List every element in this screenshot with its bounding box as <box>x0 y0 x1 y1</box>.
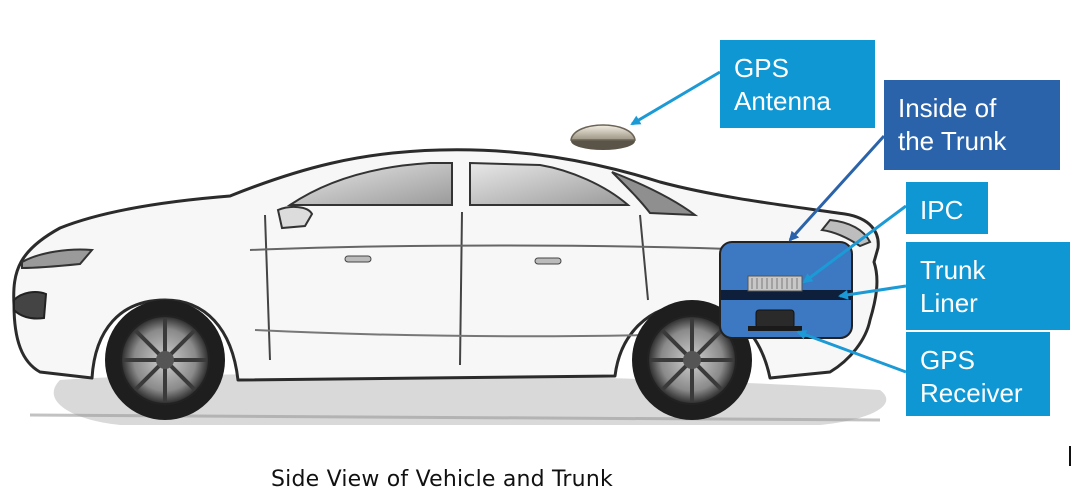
inside-trunk-callout: Inside of the Trunk <box>884 80 1060 170</box>
trunk-cutaway <box>719 241 853 339</box>
ipc-device <box>747 275 803 292</box>
callout-arrows <box>630 70 907 374</box>
gps-antenna-puck <box>570 124 636 150</box>
front-wheel <box>105 300 225 420</box>
inside-trunk-line-1: Inside of <box>898 93 997 123</box>
arrow-inside-trunk <box>788 134 886 242</box>
trunk-liner-callout: Trunk Liner <box>906 242 1070 330</box>
gps-receiver-line-1: GPS <box>920 345 975 375</box>
ipc-label: IPC <box>920 195 964 225</box>
gps-antenna-callout: GPS Antenna <box>720 40 875 128</box>
trunk-liner-line-1: Trunk <box>920 255 986 285</box>
car-body <box>12 148 880 382</box>
gps-antenna-line-2: Antenna <box>734 86 831 116</box>
gps-receiver-callout: GPS Receiver <box>906 332 1050 416</box>
gps-receiver-device <box>748 309 802 331</box>
figure-caption: Side View of Vehicle and Trunk <box>271 467 613 492</box>
arrow-ipc <box>802 204 907 284</box>
ipc-callout: IPC <box>906 182 988 234</box>
gps-receiver-line-2: Receiver <box>920 378 1023 408</box>
arrow-trunk-liner <box>838 284 907 300</box>
arrow-gps-antenna <box>630 70 721 126</box>
arrow-gps-receiver <box>796 330 907 374</box>
inside-trunk-line-2: the Trunk <box>898 126 1007 156</box>
trunk-liner-line-2: Liner <box>920 288 978 318</box>
edge-mark <box>1069 446 1071 466</box>
gps-antenna-line-1: GPS <box>734 53 789 83</box>
